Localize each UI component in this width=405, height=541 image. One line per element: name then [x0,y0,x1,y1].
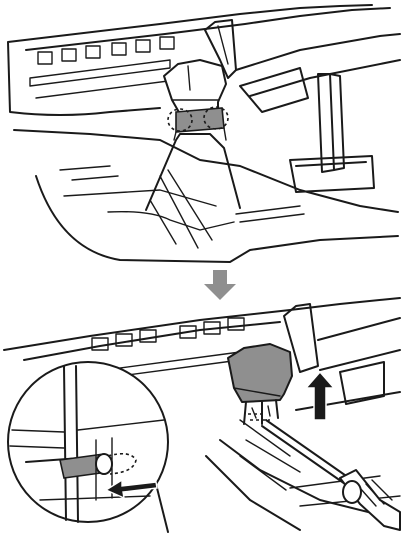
dashboard-outline-2 [4,298,400,350]
right-recess [240,68,308,112]
console-body [14,130,398,212]
console-side-box [290,156,374,192]
arrow-up-icon [306,372,334,420]
shift-boot [146,134,240,210]
removed-shift-knob [228,344,292,402]
bottom-panel [4,298,400,532]
magnifier-inset [8,362,168,532]
shift-knob [164,60,226,114]
top-panel [8,5,400,262]
arrow-down-icon [204,270,236,300]
knob-grip-band [176,108,224,132]
screwdriver [262,420,400,530]
